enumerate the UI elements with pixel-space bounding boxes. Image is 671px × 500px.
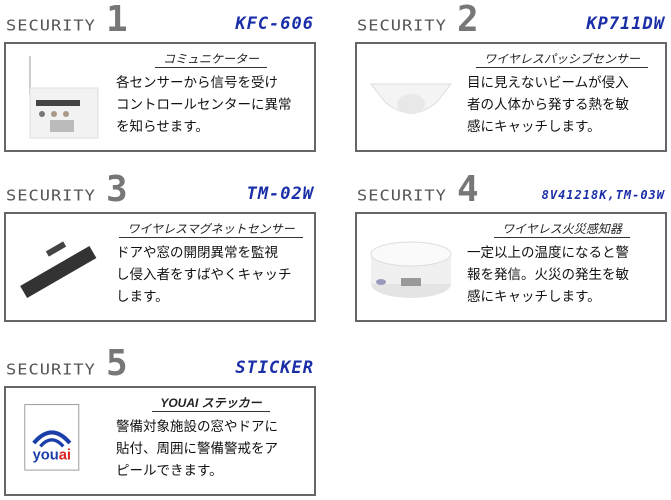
youai-sticker-logo: youai	[24, 404, 80, 471]
security-card-4: SECURITY 4 8V41218K,TM-03W ワイヤレス火災感知器 一定以上…	[353, 172, 667, 322]
svg-text:youai: youai	[33, 447, 71, 463]
description-line: ドアや窓の開閉異常を監視	[116, 245, 278, 261]
model-number: KP711DW	[586, 14, 665, 34]
security-number: 2	[457, 0, 479, 40]
description-line: 報を発信。火災の発生を敏	[467, 267, 629, 283]
description-line: コントロールセンターに異常	[116, 97, 292, 113]
description-line: し侵入者をすばやくキャッチ	[116, 267, 292, 283]
description-line: 各センサーから信号を受け	[116, 75, 278, 91]
security-label: SECURITY	[6, 361, 96, 379]
security-card-5: SECURITY 5 STICKER youai YOUAI ステッカー 警備対象施…	[2, 346, 316, 496]
description-line: 一定以上の温度になると警	[467, 245, 629, 261]
description-line: ピールできます。	[116, 463, 223, 479]
fire-detector-image	[370, 241, 452, 298]
model-number: TM-02W	[246, 184, 314, 204]
model-number: STICKER	[235, 358, 314, 378]
product-title: ワイヤレスパッシブセンサー	[476, 52, 648, 68]
security-label: SECURITY	[6, 17, 96, 35]
magnet-sensor-image	[20, 241, 97, 299]
description-line: 貼付、周囲に警備警戒をア	[116, 441, 278, 457]
security-number: 4	[457, 169, 479, 210]
security-label: SECURITY	[357, 187, 447, 205]
security-card-3: SECURITY 3 TM-02W ワイヤレスマグネットセンサー ドアや窓の開閉異常…	[2, 172, 316, 322]
description-line: 目に見えないビームが侵入	[467, 75, 629, 91]
security-label: SECURITY	[6, 187, 96, 205]
product-title: ワイヤレスマグネットセンサー	[119, 222, 303, 238]
description-line: を知らせます。	[116, 119, 209, 135]
description-line: 警備対象施設の窓やドアに	[116, 419, 278, 435]
description-line: 者の人体から発する熱を敏	[467, 97, 629, 113]
model-number: KFC-606	[235, 14, 314, 34]
passive-sensor-image	[369, 83, 453, 114]
description-line: します。	[116, 289, 169, 305]
description-line: 感にキャッチします。	[467, 119, 601, 135]
description-line: 感にキャッチします。	[467, 289, 601, 305]
security-number: 1	[106, 0, 128, 40]
security-number: 3	[106, 169, 128, 210]
model-number: 8V41218K,TM-03W	[541, 188, 665, 202]
security-card-1: SECURITY 1 KFC-606 コミュニケーター 各センサーから信号を受けコン…	[2, 2, 316, 152]
security-number: 5	[106, 343, 128, 384]
product-title: コミュニケーター	[154, 52, 267, 68]
communicator-image	[29, 56, 99, 139]
product-title: ワイヤレス火災感知器	[494, 222, 630, 238]
security-label: SECURITY	[357, 17, 447, 35]
product-title: YOUAI ステッカー	[152, 396, 270, 412]
security-card-2: SECURITY 2 KP711DW ワイヤレスパッシブセンサー 目に見えないビーム…	[353, 2, 667, 152]
